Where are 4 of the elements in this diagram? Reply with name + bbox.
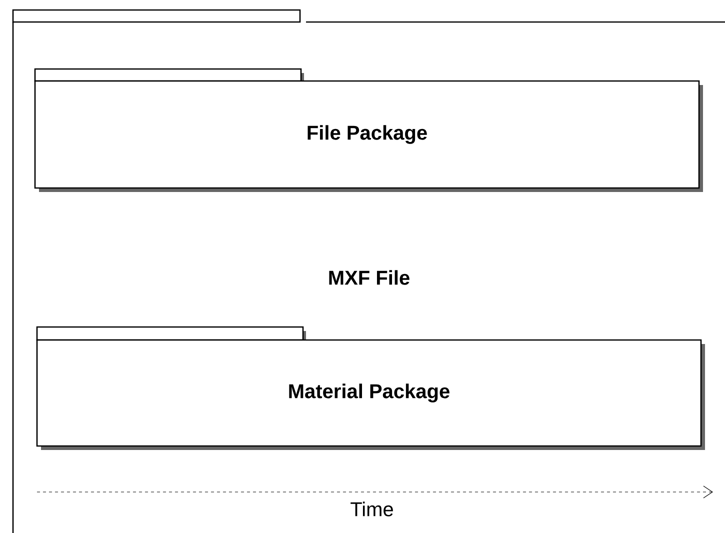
node-label: MXF File	[329, 270, 410, 285]
package-box: File Package	[34, 68, 703, 192]
package-box: Material Package	[36, 326, 705, 450]
axis-label: Time	[350, 502, 393, 516]
